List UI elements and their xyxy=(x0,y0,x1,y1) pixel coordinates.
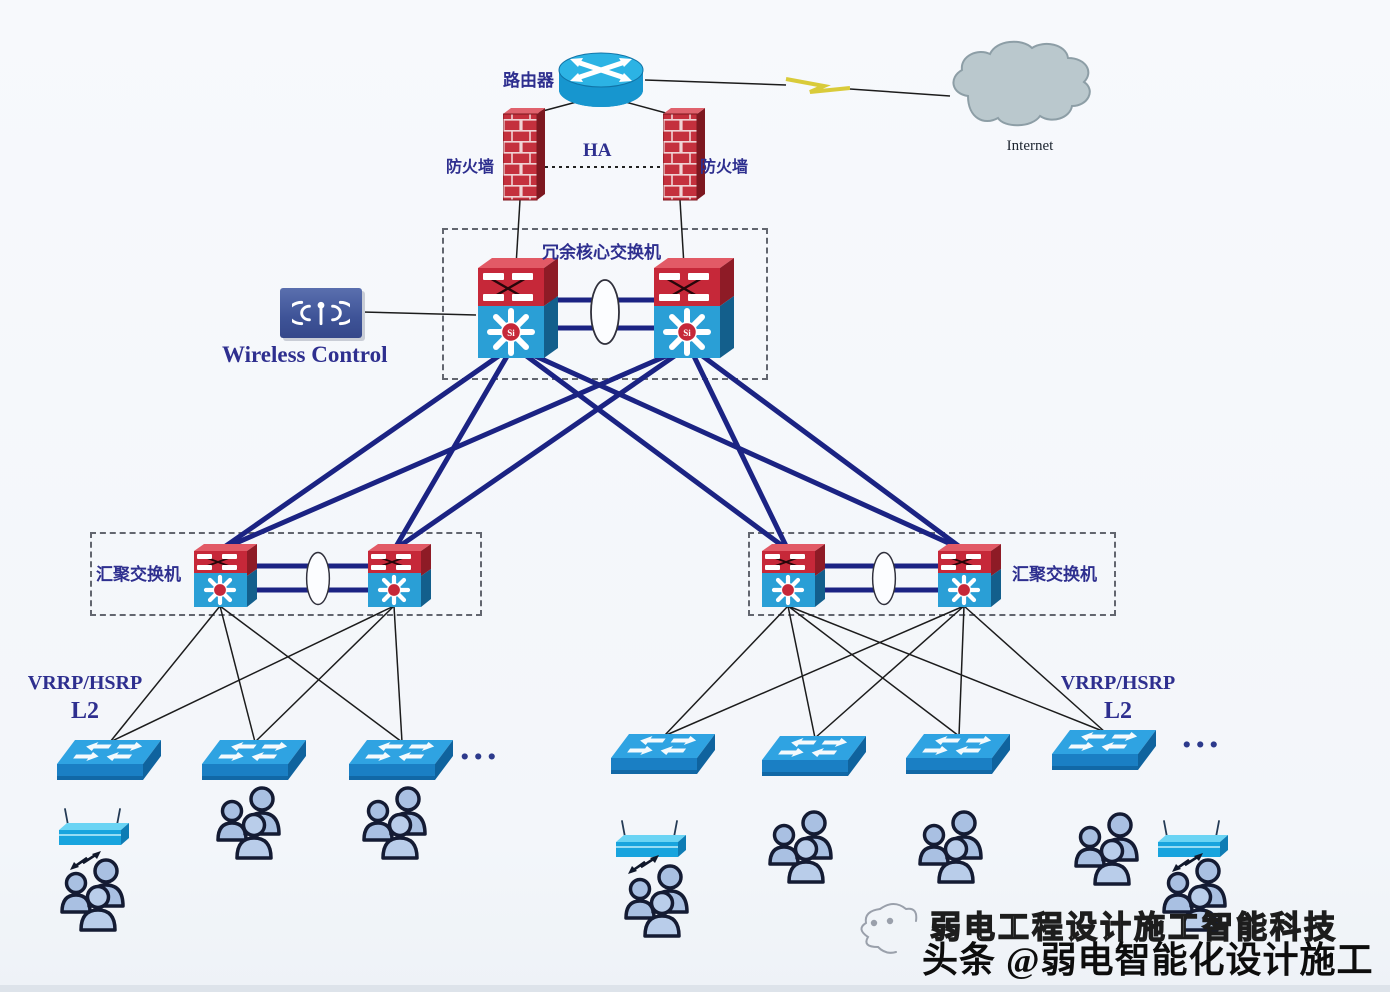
access-switch-2-icon xyxy=(202,740,306,780)
access-switch-7-icon xyxy=(1052,730,1156,770)
wireless-ap-1-icon xyxy=(58,808,130,846)
ha-label: HA xyxy=(583,140,612,161)
wireless-controller-icon xyxy=(280,288,362,338)
wireless-ap-2-icon xyxy=(615,820,687,858)
aggregation-left-etherchannel-oval xyxy=(305,551,331,606)
user-group-5-icon xyxy=(768,810,833,884)
user-group-7-icon xyxy=(1074,812,1139,886)
access-switch-1-icon xyxy=(57,740,161,780)
firewall-left-icon xyxy=(503,108,546,201)
core-switch-right-icon xyxy=(654,258,734,358)
access-switch-3-icon xyxy=(349,740,453,780)
aggregation-to-access-links xyxy=(109,605,1106,743)
si-badge-left: Si xyxy=(507,328,515,338)
watermark-doodle-icon xyxy=(860,903,918,954)
core-switch-group-label: 冗余核心交换机 xyxy=(542,243,661,262)
aggregation-right-etherchannel-oval xyxy=(871,551,897,606)
user-group-3-icon xyxy=(362,786,427,860)
vrrp-right-label: VRRP/HSRP xyxy=(1060,672,1176,694)
l2-left-label: L2 xyxy=(70,698,99,724)
router-icon xyxy=(559,53,643,107)
wireless-link-2-icon xyxy=(628,853,661,876)
aggregation-etherchannel-links xyxy=(250,563,943,593)
wireless-ap-3-icon xyxy=(1157,820,1229,858)
aggregation-left-label: 汇聚交换机 xyxy=(96,565,181,584)
aggregation-switch-2-icon xyxy=(368,544,431,607)
aggregation-switch-4-icon xyxy=(938,544,1001,607)
core-to-aggregation-uplinks xyxy=(217,343,967,553)
wan-link xyxy=(644,77,951,97)
user-group-6-icon xyxy=(918,810,983,884)
access-switch-4-icon xyxy=(611,734,715,774)
internet-cloud-icon xyxy=(952,40,1091,127)
access-switch-5-icon xyxy=(762,736,866,776)
antenna-waves-icon xyxy=(292,300,350,326)
firewall-core-links xyxy=(515,199,685,267)
wan-lightning-icon xyxy=(785,77,851,94)
aggregation-left-group-box xyxy=(90,532,482,616)
aggregation-switch-1-icon xyxy=(194,544,257,607)
watermark-outline-text: 弱电工程设计施工智能科技 xyxy=(929,909,1338,945)
user-group-2-icon xyxy=(216,786,281,860)
wireless-control-link xyxy=(361,311,477,316)
ellipsis-left: ... xyxy=(460,726,501,768)
ellipsis-right: ... xyxy=(1182,714,1223,756)
wireless-control-label: Wireless Control xyxy=(222,342,388,367)
aggregation-right-label: 汇聚交换机 xyxy=(1012,565,1097,584)
si-badge-right: Si xyxy=(683,328,691,338)
l2-right-label: L2 xyxy=(1103,698,1132,724)
firewall-right-label: 防火墙 xyxy=(700,159,749,176)
core-switch-group-box xyxy=(442,228,768,380)
internet-label: Internet xyxy=(1006,138,1054,154)
access-switch-6-icon xyxy=(906,734,1010,774)
router-label: 路由器 xyxy=(503,71,554,90)
core-etherchannel-oval xyxy=(590,279,620,345)
bottom-strip xyxy=(0,985,1390,992)
vrrp-left-label: VRRP/HSRP xyxy=(27,672,143,694)
aggregation-switch-3-icon xyxy=(762,544,825,607)
user-group-1-icon xyxy=(60,858,125,932)
firewall-left-label: 防火墙 xyxy=(446,159,495,176)
watermark-solid-text: 头条 @弱电智能化设计施工 xyxy=(922,940,1374,980)
user-group-4-icon xyxy=(624,864,689,938)
core-switch-left-icon xyxy=(478,258,558,358)
firewall-right-icon xyxy=(663,108,706,201)
